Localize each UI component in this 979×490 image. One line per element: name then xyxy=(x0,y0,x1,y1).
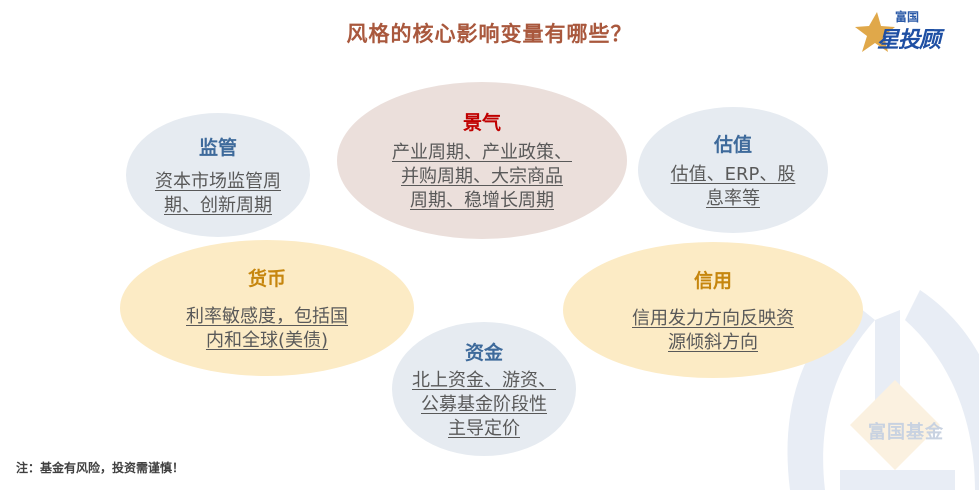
body-line: 北上资金、游资、 xyxy=(412,369,556,391)
bubble-body: 资本市场监管周 期、创新周期 xyxy=(155,170,281,218)
bubble-heading: 资金 xyxy=(464,341,503,364)
body-line: 息率等 xyxy=(705,187,760,209)
bubble-heading: 货币 xyxy=(247,267,286,290)
bubble-heading: 监管 xyxy=(198,136,237,159)
bubble-capital: 资金 北上资金、游资、 公募基金阶段性 主导定价 xyxy=(392,322,576,456)
body-line: 源倾斜方向 xyxy=(668,331,758,353)
bubble-monetary: 货币 利率敏感度，包括国 内和全球(美债) xyxy=(120,240,414,376)
bubble-body: 利率敏感度，包括国 内和全球(美债) xyxy=(186,305,348,353)
body-line: 主导定价 xyxy=(448,417,520,439)
bubble-credit: 信用 信用发力方向反映资 源倾斜方向 xyxy=(563,242,863,378)
logo-top-text: 富国 xyxy=(895,10,920,24)
bubble-heading: 景气 xyxy=(462,112,501,134)
page-title: 风格的核心影响变量有哪些？ xyxy=(346,22,633,46)
body-line: 公募基金阶段性 xyxy=(421,393,547,415)
body-line: 信用发力方向反映资 xyxy=(632,307,794,329)
brand-logo: 富国 星投顾 xyxy=(851,6,969,54)
bubble-prosperity: 景气 产业周期、产业政策、 并购周期、大宗商品 周期、稳增长周期 xyxy=(337,82,627,239)
body-line: 利率敏感度，包括国 xyxy=(186,305,348,327)
body-line: 并购周期、大宗商品 xyxy=(401,166,563,187)
bubble-heading: 估值 xyxy=(713,133,752,156)
risk-disclaimer: 注：基金有风险，投资需谨慎！ xyxy=(16,461,185,475)
bubble-regulation: 监管 资本市场监管周 期、创新周期 xyxy=(126,113,310,237)
logo-brand-text: 星投顾 xyxy=(877,28,941,53)
body-line: 资本市场监管周 xyxy=(155,170,281,192)
bubble-valuation: 估值 估值、ERP、股 息率等 xyxy=(638,107,828,233)
body-line: 周期、稳增长周期 xyxy=(410,190,554,211)
bubble-body: 北上资金、游资、 公募基金阶段性 主导定价 xyxy=(412,369,556,441)
bubble-body: 产业周期、产业政策、 并购周期、大宗商品 周期、稳增长周期 xyxy=(392,141,572,213)
body-line: 期、创新周期 xyxy=(164,194,272,216)
bubble-body: 信用发力方向反映资 源倾斜方向 xyxy=(632,307,794,355)
body-line: 估值、ERP、股 xyxy=(670,163,796,185)
bubble-heading: 信用 xyxy=(693,269,732,292)
body-line: 内和全球(美债) xyxy=(205,329,329,351)
watermark-text: 富国基金 xyxy=(868,422,944,443)
bubble-body: 估值、ERP、股 息率等 xyxy=(671,163,796,211)
body-line: 产业周期、产业政策、 xyxy=(392,142,572,163)
star-icon xyxy=(855,12,895,52)
